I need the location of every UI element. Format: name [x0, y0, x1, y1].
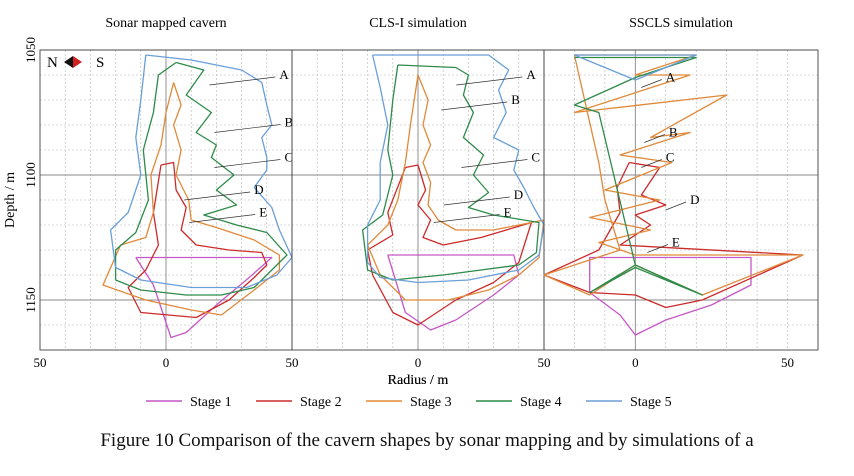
- marker-label-b: B: [284, 115, 293, 130]
- marker-label-c: C: [666, 150, 675, 165]
- marker-leader-line: [461, 159, 528, 168]
- y-axis-label: Depth / m: [3, 172, 18, 228]
- series-stage-1: [589, 256, 752, 336]
- x-tick-label: 0: [415, 355, 422, 370]
- x-tick-label: 50: [781, 355, 794, 370]
- legend-label-stage3: Stage 3: [410, 395, 452, 410]
- series-stage-4: [361, 64, 540, 281]
- legend-label-stage4: Stage 4: [520, 395, 562, 410]
- x-axis-label: Radius / m: [388, 373, 449, 388]
- panel-title: Sonar mapped cavern: [105, 16, 226, 31]
- marker-leader-line: [641, 159, 662, 168]
- x-tick-label: 50: [34, 355, 47, 370]
- marker-leader-line: [647, 244, 668, 253]
- x-tick-label: 50: [286, 355, 299, 370]
- x-axis-label: Radius / m: [388, 373, 449, 388]
- marker-leader-line: [443, 196, 510, 206]
- marker-label-d: D: [514, 187, 523, 202]
- marker-label-a: A: [279, 67, 289, 82]
- marker-label-d: D: [254, 182, 263, 197]
- x-tick-label: 0: [163, 355, 170, 370]
- marker-leader-line: [641, 79, 662, 88]
- y-tick-label: 1050: [23, 37, 38, 63]
- marker-leader-line: [189, 214, 256, 223]
- series-stage-2: [127, 161, 268, 319]
- marker-label-d: D: [690, 192, 699, 207]
- marker-label-e: E: [504, 205, 512, 220]
- marker-leader-line: [214, 124, 281, 133]
- panel-frame: [543, 49, 819, 351]
- marker-leader-line: [644, 134, 665, 143]
- panel-title: CLS-I simulation: [369, 16, 467, 31]
- x-tick-label: 0: [632, 355, 639, 370]
- marker-leader-line: [214, 159, 281, 168]
- marker-leader-line: [209, 76, 276, 86]
- compass-north-label: N: [47, 55, 58, 71]
- series-stage-3: [366, 74, 545, 301]
- marker-label-a: A: [526, 67, 536, 82]
- y-tick-label: 1150: [23, 287, 38, 313]
- marker-label-a: A: [666, 70, 676, 85]
- x-tick-label: 50: [538, 355, 551, 370]
- marker-leader-line: [456, 76, 523, 86]
- marker-leader-line: [184, 191, 251, 201]
- marker-label-b: B: [669, 125, 678, 140]
- compass-arrow-right-icon: [73, 56, 82, 68]
- y-tick-label: 1100: [23, 162, 38, 188]
- series-stage-3: [102, 82, 281, 316]
- series-stage-1: [387, 254, 520, 331]
- marker-label-e: E: [259, 205, 267, 220]
- marker-label-c: C: [531, 150, 540, 165]
- legend-label-stage2: Stage 2: [300, 395, 342, 410]
- series-stage-5: [366, 54, 545, 284]
- series-stage-2: [543, 161, 804, 309]
- marker-label-c: C: [284, 150, 293, 165]
- marker-label-b: B: [511, 92, 520, 107]
- legend-label-stage1: Stage 1: [190, 395, 232, 410]
- series-stage-2: [366, 164, 533, 326]
- series-stage-4: [114, 61, 288, 296]
- figure-caption: Figure 10 Comparison of the cavern shape…: [100, 430, 754, 451]
- legend-label-stage5: Stage 5: [630, 395, 672, 410]
- series-stage-1: [135, 256, 273, 339]
- marker-leader-line: [441, 101, 508, 111]
- series-stage-5: [574, 54, 697, 81]
- marker-label-e: E: [672, 235, 680, 250]
- marker-leader-line: [433, 214, 500, 223]
- compass-south-label: S: [96, 55, 104, 71]
- series-stage-3: [543, 54, 804, 296]
- panel-title: SSCLS simulation: [629, 16, 733, 31]
- compass-arrow-left-icon: [64, 56, 73, 68]
- series-stage-5: [109, 54, 293, 289]
- legend: Stage 1 Stage 2 Stage 3 Stage 4 Stage 5: [146, 395, 672, 410]
- marker-leader-line: [665, 201, 687, 211]
